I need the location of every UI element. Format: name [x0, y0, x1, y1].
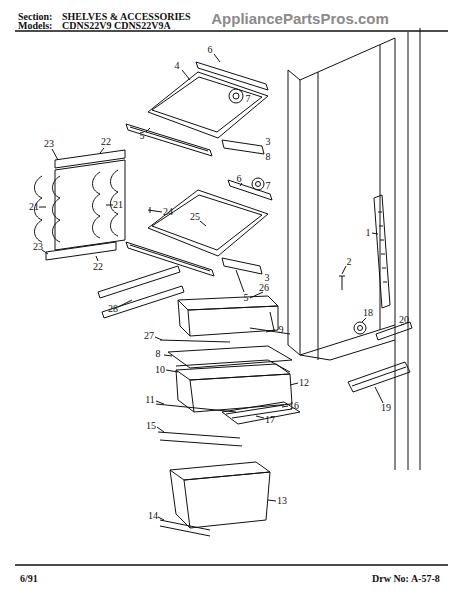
callout-number: 9 [279, 325, 284, 335]
callout-number: 20 [399, 315, 409, 325]
callout-number: 25 [190, 212, 200, 222]
callout-number: 4 [175, 61, 180, 71]
callout-number: 13 [277, 496, 287, 506]
callout-number: 7 [266, 181, 271, 191]
callout-number: 2 [347, 257, 352, 267]
callout-number: 6 [208, 45, 213, 55]
callout-number: 23 [44, 139, 54, 149]
header-text: Drw No: A-57-8 [372, 574, 440, 584]
callout-number: 7 [246, 94, 251, 104]
header-text: Models: [18, 21, 52, 31]
callout-number: 22 [101, 137, 111, 147]
callout-number: 8 [266, 152, 271, 162]
callout-number: 5 [244, 293, 249, 303]
callout-number: 16 [289, 401, 299, 411]
callout-number: 1 [366, 228, 371, 238]
callout-number: 10 [155, 365, 165, 375]
callout-number: 22 [93, 262, 103, 272]
callout-number: 15 [146, 421, 156, 431]
callout-number: 3 [266, 137, 271, 147]
callout-number: 26 [259, 283, 269, 293]
callout-number: 8 [156, 349, 161, 359]
callout-number: 3 [265, 273, 270, 283]
header-text: 6/91 [20, 574, 38, 584]
callout-number: 21 [29, 202, 39, 212]
callout-number: 28 [108, 304, 118, 314]
callout-number: 14 [148, 511, 158, 521]
callout-number: 11 [145, 395, 155, 405]
header-text: CDNS22V9 CDNS22V9A [62, 21, 171, 31]
callout-number: 23 [33, 242, 43, 252]
callout-number: 12 [299, 378, 309, 388]
callout-number: 21 [113, 200, 123, 210]
watermark: AppliancePartsPros.com [211, 11, 389, 26]
callout-number: 5 [140, 131, 145, 141]
callout-number: 24 [163, 207, 173, 217]
callout-number: 17 [265, 415, 275, 425]
callout-number: 19 [381, 403, 391, 413]
callout-number: 18 [363, 308, 373, 318]
callout-number: 6 [237, 174, 242, 184]
callout-number: 27 [144, 331, 154, 341]
